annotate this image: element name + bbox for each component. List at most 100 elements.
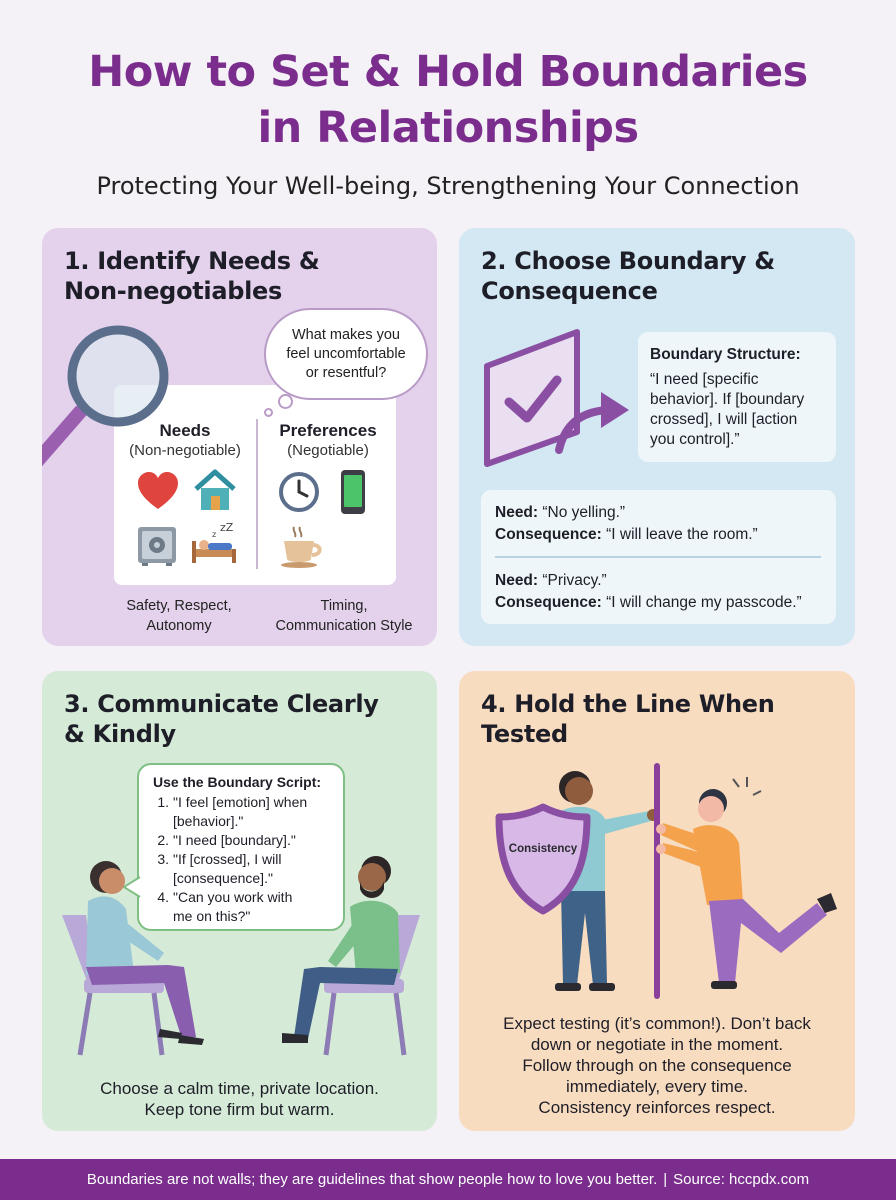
script-item-number: 2. [157,832,169,848]
script-item: 2."I need [boundary]." [153,831,333,850]
panel3-caption-line1: Choose a calm time, private location. [100,1079,379,1098]
panel1-title-line1: 1. Identify Needs & [64,247,320,275]
script-item-number: 1. [157,794,169,810]
preferences-caption: Timing, Communication Style [254,596,434,636]
preferences-caption-line2: Communication Style [275,618,413,634]
panel4-title-line1: 4. Hold the Line When [481,690,775,718]
shield-label: Consistency [508,843,578,855]
example1-need-value: “No yelling.” [538,504,626,521]
speech-bubble-tail [123,876,141,898]
question-line1: What makes you [292,327,400,343]
script-item-line2: [behavior]." [173,813,244,829]
checkbox-arrow-icon [484,329,629,467]
panel3-title-line2: & Kindly [64,720,176,748]
footer-source: Source: hccpdx.com [673,1171,810,1188]
panel1-title: 1. Identify Needs & Non-negotiables [64,246,320,306]
safe-icon [138,527,176,566]
needs-caption: Safety, Respect, Autonomy [104,596,254,636]
needs-subtitle: (Non-negotiable) [129,442,241,459]
script-item-line2: me on this?" [173,908,251,924]
boundary-structure-title: Boundary Structure: [650,346,801,363]
panel-communicate: 3. Communicate Clearly & Kindly Use the … [42,671,437,1131]
panel3-caption-line2: Keep tone firm but warm. [144,1100,335,1119]
example1-need-label: Need: [495,504,539,521]
panel4-title-line2: Tested [481,720,568,748]
page-title-line1: How to Set & Hold Boundaries [88,47,808,97]
column-divider [256,419,258,569]
script-item-line1: "I feel [emotion] when [173,794,308,810]
needs-caption-line2: Autonomy [146,618,212,634]
example2-consequence-label: Consequence: [495,594,602,611]
needs-preferences-card: Needs (Non-negotiable) Preferences (Nego… [114,385,396,585]
script-item-line1: "If [crossed], I will [173,851,282,867]
panel3-title-line1: 3. Communicate Clearly [64,690,379,718]
example2-need-value: “Privacy.” [538,572,607,589]
example1-consequence-value: “I will leave the room.” [601,526,758,543]
phone-icon [341,470,365,514]
boundary-examples-card: Need: “No yelling.” Consequence: “I will… [481,490,836,624]
script-item-number: 3. [157,851,169,867]
panel2-title: 2. Choose Boundary & Consequence [481,246,775,306]
preferences-caption-line1: Timing, [320,598,368,614]
page-subtitle: Protecting Your Well-being, Strengthenin… [96,172,800,200]
boundary-script-title: Use the Boundary Script: [153,774,322,790]
page-title: How to Set & Hold Boundaries in Relation… [0,44,896,156]
panel4-text-line3: Follow through on the consequence [522,1056,792,1075]
svg-text:z: z [212,530,216,539]
preferences-subtitle: (Negotiable) [287,442,369,459]
page-title-line2: in Relationships [257,103,639,153]
sleep-icon: zZ z [192,521,236,563]
panel3-title: 3. Communicate Clearly & Kindly [64,689,379,749]
question-line3: or resentful? [305,365,387,381]
panel1-title-line2: Non-negotiables [64,277,283,305]
heart-icon [138,472,178,509]
script-item-line1: "Can you work with [173,889,293,905]
script-item: 3."If [crossed], I will[consequence]." [153,850,333,888]
question-thought-bubble: What makes you feel uncomfortable or res… [264,308,428,400]
panel4-text-line5: Consistency reinforces respect. [538,1098,776,1117]
coffee-icon [281,526,322,568]
structure-line1: “I need [specific [650,371,759,388]
thought-dot-small [264,408,273,417]
example2-need: Need: “Privacy.” [495,570,607,592]
panel2-title-line2: Consequence [481,277,658,305]
thought-dot-large [278,394,293,409]
boundary-script-list: 1."I feel [emotion] when[behavior]." 2."… [153,793,333,926]
footer-separator: | [663,1171,668,1188]
home-icon [194,469,236,510]
panel4-text: Expect testing (it’s common!). Don’t bac… [459,1013,855,1118]
panel4-title: 4. Hold the Line When Tested [481,689,775,749]
structure-line3: crossed], I will [action [650,411,798,428]
structure-line4: you control].” [650,431,740,448]
boundary-structure-text: “I need [specific behavior]. If [boundar… [650,370,824,450]
example2-need-label: Need: [495,572,539,589]
man-sitting-illustration [282,856,420,1056]
footer-quote: Boundaries are not walls; they are guide… [86,1171,658,1188]
panel-identify-needs: 1. Identify Needs & Non-negotiables Need… [42,228,437,646]
boundary-structure-card: Boundary Structure: “I need [specific be… [638,332,836,462]
footer-bar: Boundaries are not walls; they are guide… [0,1159,896,1200]
script-item: 1."I feel [emotion] when [behavior]." [153,793,333,831]
panel4-text-line1: Expect testing (it’s common!). Don’t bac… [503,1014,811,1033]
panel4-text-line2: down or negotiate in the moment. [530,1035,784,1054]
panel-choose-boundary: 2. Choose Boundary & Consequence Boundar… [459,228,855,646]
boundary-line [654,763,660,999]
example2-consequence-value: “I will change my passcode.” [601,594,802,611]
example1-consequence: Consequence: “I will leave the room.” [495,524,758,546]
needs-caption-line1: Safety, Respect, [126,598,232,614]
examples-divider [495,556,821,558]
example2-consequence: Consequence: “I will change my passcode.… [495,592,802,614]
svg-text:zZ: zZ [220,521,234,534]
structure-line2: behavior]. If [boundary [650,391,805,408]
consistency-shield-icon [495,803,591,915]
panel-hold-the-line: 4. Hold the Line When Tested Consistency [459,671,855,1131]
script-item: 4."Can you work with me on this?" [153,888,333,926]
example1-consequence-label: Consequence: [495,526,602,543]
needs-title: Needs [159,421,211,440]
panel3-caption: Choose a calm time, private location. Ke… [42,1078,437,1120]
woman-sitting-illustration [62,861,204,1056]
preferences-title: Preferences [279,421,377,440]
magnifier-icon [42,325,169,467]
script-item-number: 4. [157,889,169,905]
person-pushing-illustration [656,777,837,989]
